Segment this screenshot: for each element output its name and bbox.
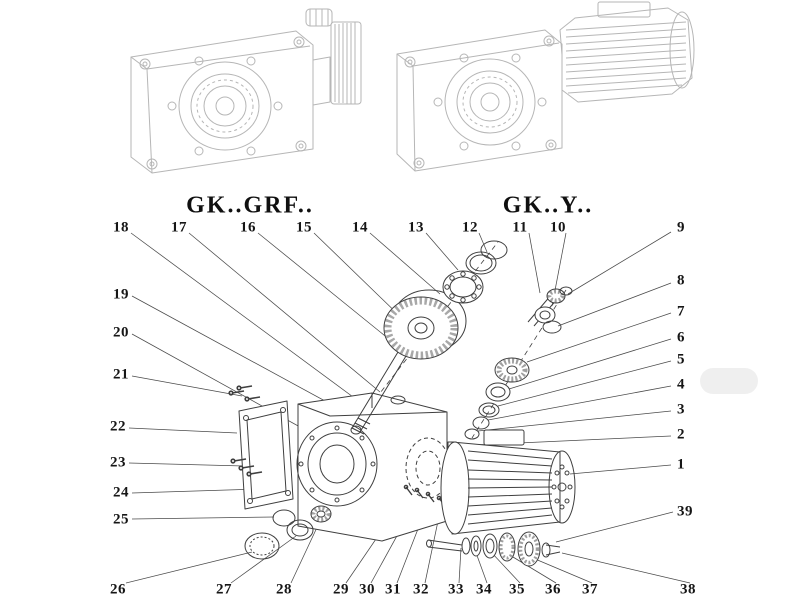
part-number-9: 9: [677, 219, 685, 236]
part-number-5: 5: [677, 351, 685, 368]
output-rings: [244, 505, 332, 560]
part-number-28: 28: [276, 581, 292, 598]
part-number-10: 10: [550, 219, 566, 236]
part-number-32: 32: [413, 581, 429, 598]
part-number-4: 4: [677, 376, 685, 393]
output-shaft-assembly: [426, 531, 561, 567]
part-number-30: 30: [359, 581, 375, 598]
exploded-assembly: [228, 240, 576, 567]
part-number-8: 8: [677, 272, 685, 289]
part-number-18: 18: [113, 219, 129, 236]
gear-housing: [296, 392, 457, 542]
part-number-19: 19: [113, 286, 129, 303]
part-number-1: 1: [677, 456, 685, 473]
part-number-2: 2: [677, 426, 685, 443]
part-number-11: 11: [512, 219, 528, 236]
part-number-22: 22: [110, 418, 126, 435]
part-number-35: 35: [509, 581, 525, 598]
watermark-smudge: [700, 368, 758, 394]
part-number-15: 15: [296, 219, 312, 236]
part-number-34: 34: [476, 581, 492, 598]
part-number-31: 31: [385, 581, 401, 598]
electric-motor: [440, 429, 576, 535]
part-number-7: 7: [677, 303, 685, 320]
gearbox-y-drawing: [396, 1, 695, 172]
part-number-16: 16: [240, 219, 256, 236]
cover-screws: [228, 385, 263, 477]
part-number-29: 29: [333, 581, 349, 598]
part-number-13: 13: [408, 219, 424, 236]
part-number-14: 14: [352, 219, 368, 236]
model-title-gk-grf: GK..GRF..: [186, 192, 314, 219]
part-number-12: 12: [462, 219, 478, 236]
gearbox-grf-drawing: [130, 8, 362, 174]
model-title-gk-y: GK..Y..: [502, 192, 594, 219]
part-number-23: 23: [110, 454, 126, 471]
front-cover-plate: [238, 400, 294, 510]
part-number-33: 33: [448, 581, 464, 598]
part-number-20: 20: [113, 324, 129, 341]
part-number-3: 3: [677, 401, 685, 418]
part-number-36: 36: [545, 581, 561, 598]
part-number-6: 6: [677, 329, 685, 346]
bevel-gear-set: [464, 357, 530, 440]
part-number-37: 37: [582, 581, 598, 598]
part-number-25: 25: [113, 511, 129, 528]
part-number-39: 39: [677, 503, 693, 520]
leader-lines: [125, 231, 691, 584]
part-number-26: 26: [110, 581, 126, 598]
part-number-24: 24: [113, 484, 129, 501]
part-number-17: 17: [171, 219, 187, 236]
part-number-27: 27: [216, 581, 232, 598]
part-number-21: 21: [113, 366, 129, 383]
bevel-pinion-set: [527, 286, 573, 334]
part-number-38: 38: [680, 581, 696, 598]
input-gear-set: [350, 240, 508, 435]
